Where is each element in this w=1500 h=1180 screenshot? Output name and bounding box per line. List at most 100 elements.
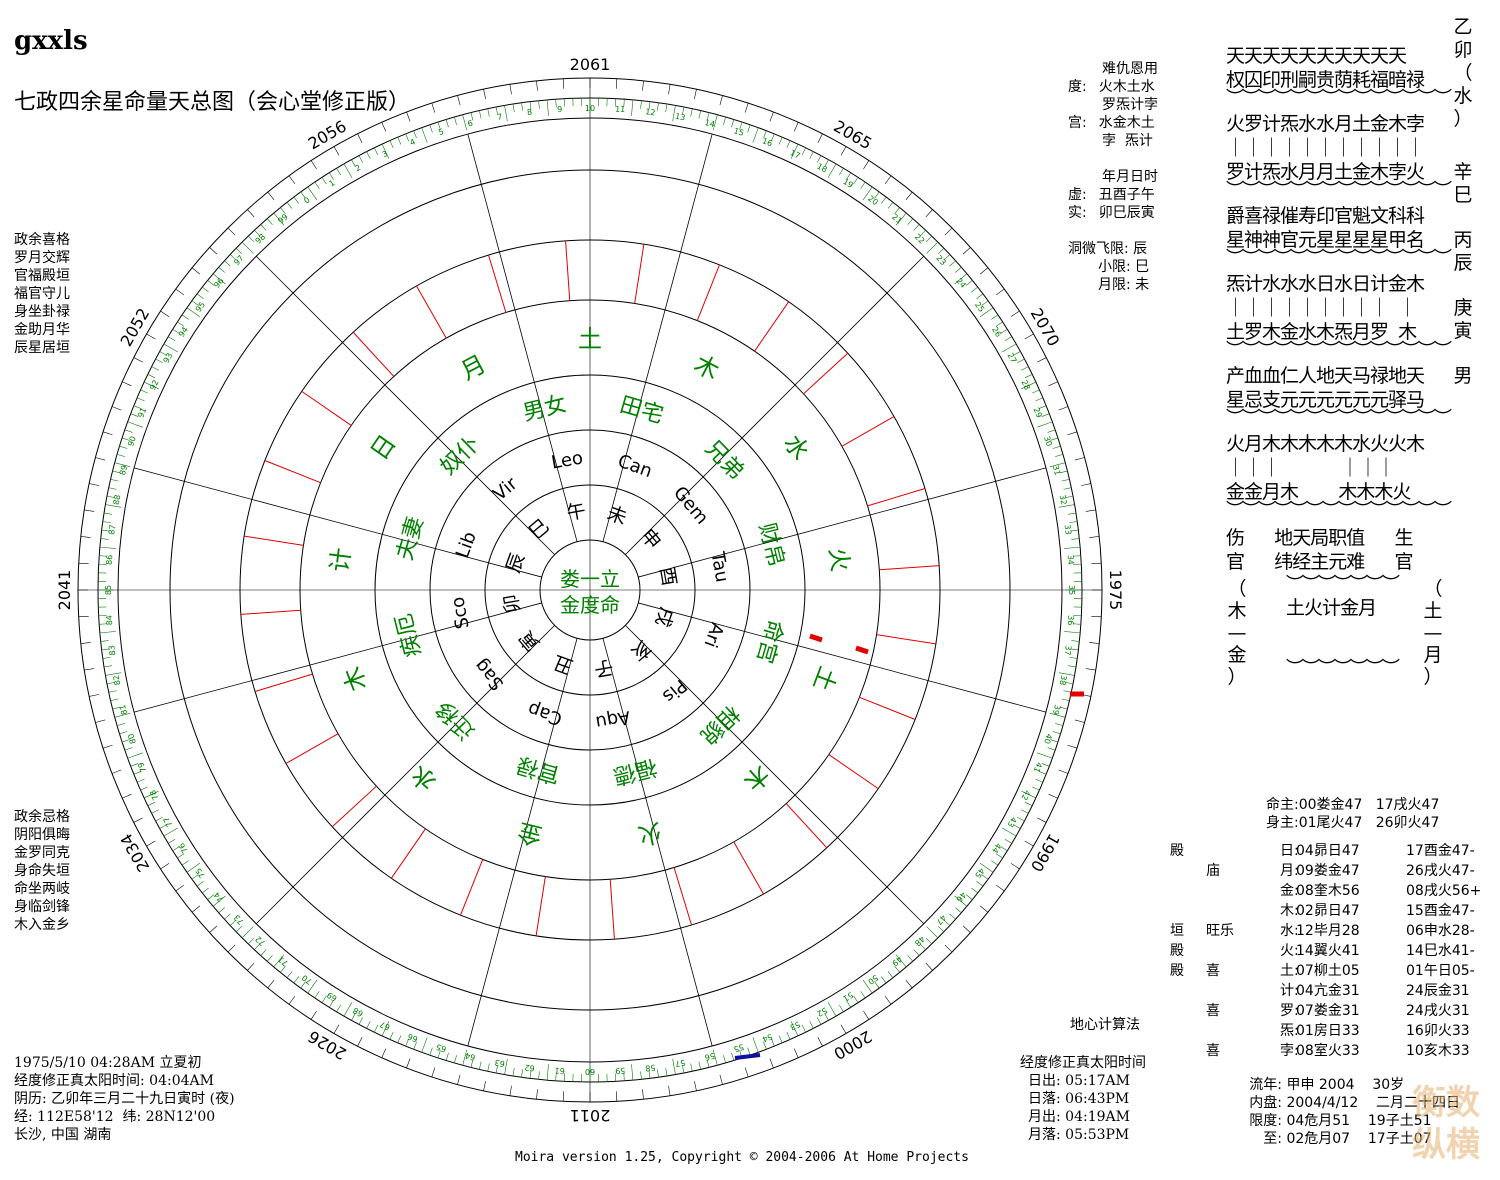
pattern-item: 政余忌格 [14, 809, 70, 825]
degree-tick [495, 1065, 498, 1074]
pillar-char: 巳 [1453, 184, 1473, 206]
degree-number: 72 [254, 934, 268, 948]
degree-tick [1061, 479, 1070, 482]
calc-method: 地心计算法 [1070, 1017, 1140, 1033]
side-char: ） [1423, 666, 1443, 688]
pillar-char: 辰 [1453, 252, 1473, 274]
degree-tick [445, 119, 449, 128]
coordinates: 经: 112E58'12 纬: 28N12'00 [14, 1109, 216, 1125]
xiaoxian-value: 巳 [1135, 259, 1150, 275]
degree-tick [202, 887, 209, 894]
pattern-item: 身临剑锋 [14, 899, 70, 915]
year-tick [694, 1080, 697, 1091]
degree-tick [495, 106, 498, 115]
degree-tick [1058, 504, 1075, 508]
degree-number: 75 [194, 866, 207, 880]
house-divider [625, 625, 925, 925]
palace-name: 疾厄 [392, 611, 427, 660]
element-mark: 金 [515, 817, 545, 850]
year-tick [1037, 817, 1047, 823]
planet-lunar-mansion: 07柳土05 [1296, 963, 1360, 979]
degree-number: 69 [325, 990, 338, 1003]
degree-tick [343, 1002, 353, 1017]
degree-tick [698, 110, 701, 119]
year-tick [357, 133, 363, 143]
palace-name: 官禄 [514, 751, 563, 787]
year-tick [310, 1010, 317, 1020]
degree-tick [1063, 487, 1072, 490]
degree-tick [273, 954, 285, 968]
xu-values: 丑酉子午 [1098, 187, 1155, 203]
degree-tick [155, 816, 163, 822]
pillar-char: 水 [1453, 85, 1473, 107]
mansion-divider [240, 609, 301, 615]
degree-number: 1 [327, 178, 336, 188]
degree-tick [976, 881, 984, 887]
degree-tick [293, 976, 299, 984]
left-bottom-pattern-list: 政余忌格 阴阳俱晦 金罗同克 身命失垣 命坐两岐 身临剑锋 木入金乡 [14, 808, 70, 934]
degree-tick [130, 413, 139, 417]
degree-number: 36 [1066, 615, 1076, 626]
degree-tick [351, 159, 356, 167]
degree-tick [102, 521, 111, 523]
degree-tick [212, 273, 226, 285]
year-tick [381, 1048, 387, 1058]
degree-tick [374, 147, 379, 156]
lunar-date: 阴历: 乙卯年三月二十九日寅时 (夜) [14, 1091, 235, 1107]
degree-number: 98 [254, 232, 268, 246]
degree-number: 87 [107, 524, 117, 535]
element-mark: 木 [690, 350, 724, 386]
year-tick [80, 642, 91, 644]
degree-tick [470, 112, 474, 121]
degree-number: 18 [815, 162, 828, 175]
year-tick [78, 615, 89, 618]
year-tick [1067, 431, 1078, 436]
pillar-char: 辛 [1453, 161, 1473, 183]
yuexian-label: 月限: [1098, 277, 1131, 293]
side-char: （ [1227, 578, 1247, 600]
degree-tick [487, 108, 490, 117]
year-tick [1010, 863, 1020, 870]
degree-tick [1000, 846, 1008, 851]
pattern-item: 福官守儿 [14, 286, 70, 302]
wave-divider: ︶︶︶︶︶︶︶︶︶︶︶︶︶︶ [1226, 340, 1452, 361]
pillar-char: （ [1453, 62, 1473, 84]
degree-tick [1037, 421, 1053, 428]
earthly-branch: 辰 [502, 550, 529, 575]
degree-tick [1047, 747, 1056, 751]
degree-tick [512, 104, 515, 113]
degree-tick [1050, 739, 1059, 743]
degree-tick [546, 1064, 549, 1081]
year-tick [111, 406, 122, 411]
year-tick [191, 267, 201, 275]
degree-tick [229, 919, 237, 926]
year-tick [719, 1074, 723, 1085]
center-line-1: 娄一立 [560, 567, 620, 591]
degree-tick [943, 919, 951, 926]
year-tick [1037, 357, 1047, 363]
degree-tick [1064, 631, 1081, 634]
mansion-divider [565, 240, 571, 301]
element-mark: 月 [456, 350, 490, 386]
degree-number: 74 [212, 890, 225, 904]
mansion-divider [696, 264, 720, 321]
degree-number: 79 [136, 761, 148, 774]
degree-number: 82 [112, 674, 123, 686]
degree-tick [881, 196, 887, 204]
degree-tick [181, 314, 189, 320]
pillar-char: ） [1453, 108, 1473, 130]
mansion-divider [488, 254, 507, 313]
zodiac-sign: Ari [699, 620, 727, 650]
year-tick [122, 381, 132, 387]
degree-tick [1067, 512, 1076, 515]
year-tick [310, 160, 317, 170]
degree-tick [1055, 454, 1064, 457]
degree-tick [809, 151, 814, 159]
degree-tick [358, 155, 364, 163]
degree-tick [286, 202, 293, 209]
